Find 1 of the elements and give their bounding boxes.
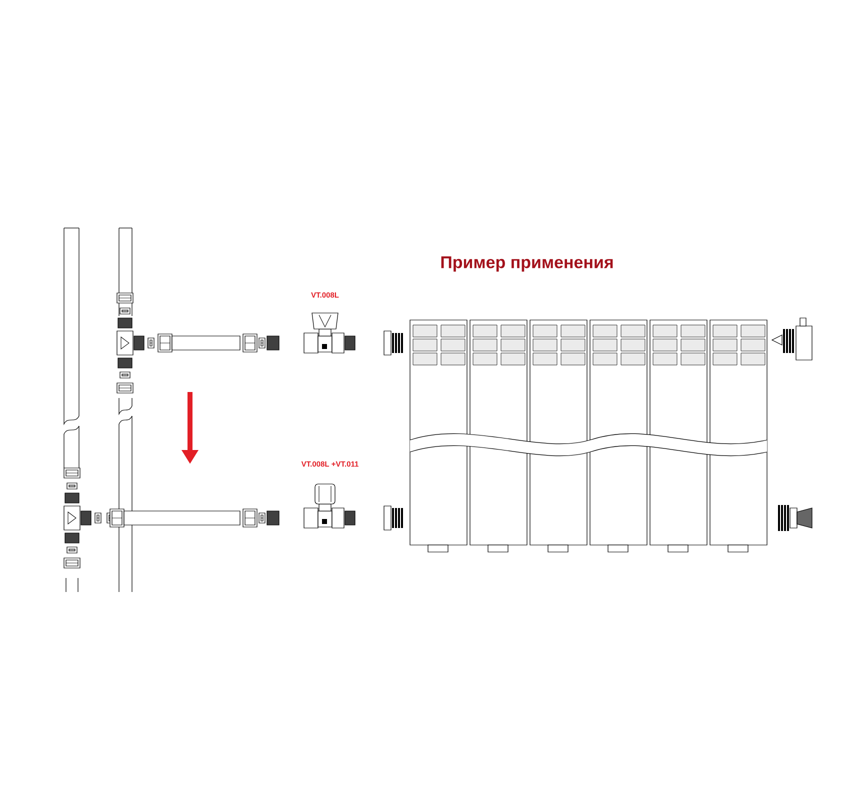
title: Пример применения (441, 256, 613, 272)
